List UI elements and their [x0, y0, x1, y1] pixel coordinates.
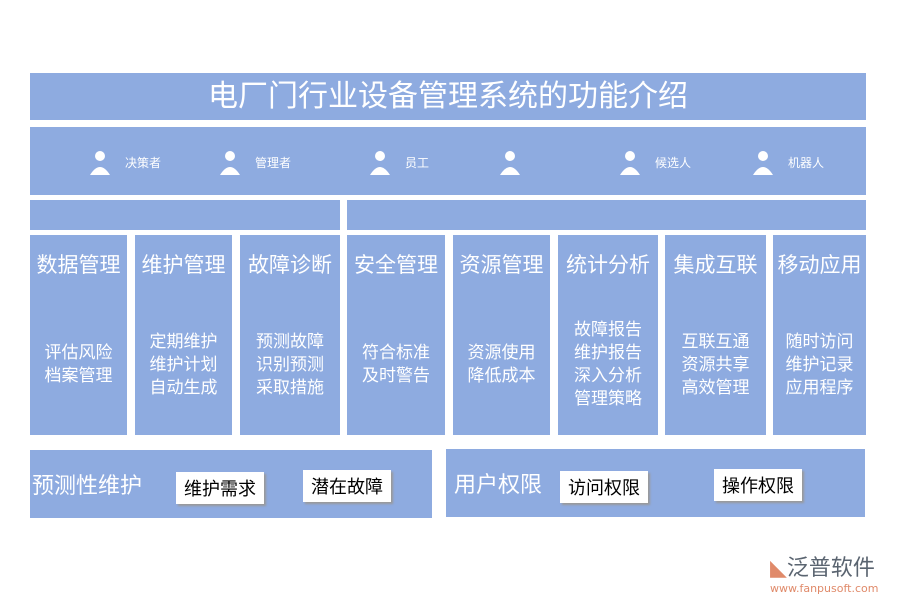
feature-column: 符合标准 及时警告 安全管理 — [347, 235, 445, 435]
user-permission-panel: 用户权限 访问权限 操作权限 — [446, 449, 865, 517]
role-1: 管理者 — [215, 147, 291, 177]
feature-column: 预测故障 识别预测 采取措施 故障诊断 — [240, 235, 340, 435]
feature-title: 移动应用 — [777, 253, 862, 277]
role-3 — [495, 147, 535, 177]
feature-title: 安全管理 — [354, 253, 438, 277]
feature-title: 维护管理 — [141, 253, 226, 277]
role-4: 候选人 — [615, 147, 691, 177]
role-0: 决策者 — [85, 147, 161, 177]
maintenance-demand-button[interactable]: 维护需求 — [176, 472, 264, 504]
feature-items: 故障报告 维护报告 深入分析 管理策略 — [574, 320, 642, 409]
access-permission-button[interactable]: 访问权限 — [560, 471, 648, 503]
feature-title: 资源管理 — [459, 253, 544, 277]
search-people-icon — [500, 151, 520, 175]
page-title: 电厂门行业设备管理系统的功能介绍 — [30, 73, 866, 120]
roles-bar: 决策者 管理者 员工 候选人 机器人 — [30, 127, 866, 195]
feature-title: 数据管理 — [36, 253, 121, 277]
feature-title: 统计分析 — [566, 253, 650, 277]
role-label: 管理者 — [255, 155, 292, 170]
panel-label: 用户权限 — [454, 473, 543, 498]
predictive-maintenance-panel: 预测性维护 维护需求 潜在故障 — [30, 450, 432, 518]
role-label: 决策者 — [125, 155, 162, 170]
role-label: 员工 — [405, 155, 430, 170]
feature-items: 资源使用 降低成本 — [467, 343, 536, 386]
feature-title: 故障诊断 — [248, 253, 332, 277]
feature-column: 评估风险 档案管理 数据管理 — [30, 235, 127, 435]
feature-items: 互联互通 资源共享 高效管理 — [681, 331, 750, 398]
feature-column: 定期维护 维护计划 自动生成 维护管理 — [135, 235, 232, 435]
role-2: 员工 — [365, 147, 429, 177]
role-label: 候选人 — [655, 155, 692, 170]
feature-column: 互联互通 资源共享 高效管理 集成互联 — [665, 235, 766, 435]
blank-bar-right — [347, 200, 866, 230]
feature-items: 评估风险 档案管理 — [44, 343, 113, 386]
feature-items: 预测故障 识别预测 采取措施 — [256, 331, 324, 398]
operation-permission-button[interactable]: 操作权限 — [714, 469, 802, 501]
feature-column: 资源使用 降低成本 资源管理 — [453, 235, 550, 435]
robot-chef-icon — [753, 151, 773, 175]
feature-items: 随时访问 维护记录 应用程序 — [785, 331, 854, 398]
panel-label: 预测性维护 — [32, 474, 143, 499]
role-label: 机器人 — [788, 155, 825, 170]
feature-column: 随时访问 维护记录 应用程序 移动应用 — [773, 235, 866, 435]
potential-fault-button[interactable]: 潜在故障 — [303, 470, 391, 502]
manager-icon — [220, 151, 240, 175]
id-card-icon — [620, 151, 640, 175]
decision-maker-icon — [90, 151, 110, 175]
logo: ◣泛普软件 www.fanpusoft.com — [770, 556, 879, 595]
staff-icon — [370, 151, 390, 175]
role-5: 机器人 — [748, 147, 824, 177]
blank-bar-left — [30, 200, 340, 230]
feature-title: 集成互联 — [673, 253, 758, 277]
feature-items: 符合标准 及时警告 — [362, 343, 430, 386]
feature-column: 故障报告 维护报告 深入分析 管理策略 统计分析 — [558, 235, 658, 435]
feature-items: 定期维护 维护计划 自动生成 — [149, 331, 218, 398]
